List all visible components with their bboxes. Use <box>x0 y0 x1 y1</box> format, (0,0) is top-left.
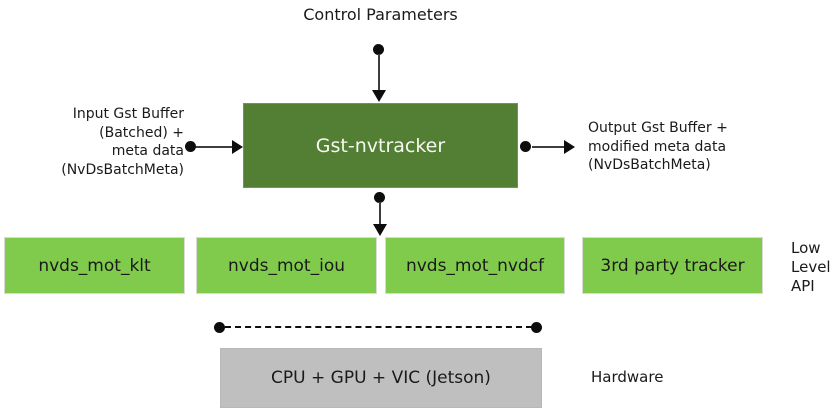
low-level-api-label-line: Low <box>791 239 821 257</box>
arrow-right-icon-input <box>232 140 243 154</box>
hardware-block-label: CPU + GPU + VIC (Jetson) <box>271 368 491 388</box>
connector-line-input <box>196 146 232 148</box>
connector-line-control <box>378 54 380 90</box>
low-level-api-label-line: API <box>791 277 815 295</box>
tracker-box-nvds-mot-nvdcf: nvds_mot_nvdcf <box>385 237 565 294</box>
hardware-label: Hardware <box>591 368 664 386</box>
low-level-api-label-line: Level <box>791 258 831 276</box>
connector-dot-dashed-left <box>214 322 225 333</box>
dashed-line-hardware-span <box>225 326 532 328</box>
gst-nvtracker-block-label: Gst-nvtracker <box>315 134 446 157</box>
connector-dot-input <box>185 141 196 152</box>
arrow-down-icon-control <box>372 90 386 102</box>
tracker-box-label: nvds_mot_nvdcf <box>405 255 545 276</box>
connector-dot-lowlevel <box>374 192 385 203</box>
tracker-box-label: nvds_mot_iou <box>227 255 345 276</box>
output-buffer-label: Output Gst Buffer + modified meta data (… <box>588 119 778 175</box>
connector-dot-control <box>373 44 384 55</box>
output-buffer-label-line: modified meta data <box>588 138 727 155</box>
output-buffer-label-line: (NvDsBatchMeta) <box>588 157 711 173</box>
tracker-box-nvds-mot-iou: nvds_mot_iou <box>196 237 377 294</box>
connector-dot-dashed-right <box>531 322 542 333</box>
connector-line-lowlevel <box>379 202 381 224</box>
hardware-block: CPU + GPU + VIC (Jetson) <box>220 348 542 408</box>
connector-line-output <box>532 146 564 148</box>
tracker-box-nvds-mot-klt: nvds_mot_klt <box>4 237 185 294</box>
input-buffer-label-line: (NvDsBatchMeta) <box>61 161 184 178</box>
control-parameters-label: Control Parameters <box>303 5 458 24</box>
connector-dot-output <box>520 141 531 152</box>
input-buffer-label-line: meta data <box>111 143 184 159</box>
low-level-api-label: Low Level API <box>791 239 831 296</box>
input-buffer-label-line: Input Gst Buffer <box>72 106 184 122</box>
arrow-down-icon-lowlevel <box>373 224 387 236</box>
arrow-right-icon-output <box>564 140 575 154</box>
tracker-box-3rd-party-tracker: 3rd party tracker <box>582 237 763 294</box>
output-buffer-label-line: Output Gst Buffer + <box>588 120 728 136</box>
gst-nvtracker-block: Gst-nvtracker <box>243 103 518 188</box>
input-buffer-label-line: (Batched) + <box>99 124 184 141</box>
tracker-box-label: nvds_mot_klt <box>38 255 151 276</box>
tracker-box-label: 3rd party tracker <box>600 255 745 276</box>
input-buffer-label: Input Gst Buffer (Batched) + meta data (… <box>20 105 184 179</box>
